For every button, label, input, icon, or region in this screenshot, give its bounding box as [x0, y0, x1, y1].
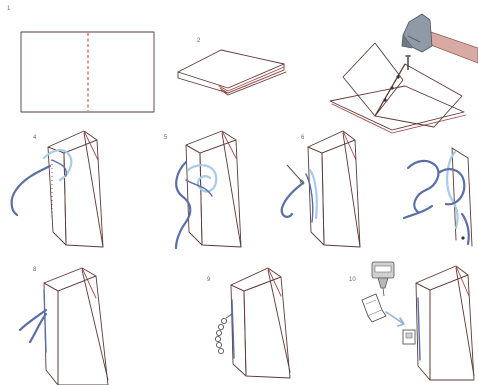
- finished-book: [44, 268, 108, 385]
- step-number-4: 4: [33, 135, 37, 141]
- step-number-6: 6: [301, 135, 305, 141]
- step-number-8: 8: [33, 267, 37, 273]
- step-1-panel: 1: [7, 6, 154, 112]
- thread: [176, 162, 190, 248]
- step-5-panel: 5: [164, 131, 241, 248]
- standing-book: [48, 131, 103, 247]
- finished-book: [416, 266, 474, 380]
- step-3-panel: [330, 14, 478, 133]
- needle-icon: [287, 165, 305, 185]
- thread: [282, 183, 303, 217]
- glue-bottle-icon: [372, 262, 394, 296]
- step-number-1: 1: [7, 6, 11, 12]
- hammer-icon: [402, 14, 478, 63]
- step-9-panel: 9: [207, 268, 290, 378]
- bead-chain: [215, 314, 232, 354]
- step-10-panel: 10: [349, 262, 474, 380]
- nail-icon: [405, 55, 411, 70]
- thread: [418, 298, 420, 360]
- clip-on-spine: [403, 330, 415, 344]
- finished-book: [231, 268, 290, 378]
- open-book-right-page: [375, 64, 462, 127]
- open-book-base: [330, 86, 464, 130]
- arrow: [386, 312, 404, 326]
- step-number-2: 2: [197, 38, 201, 44]
- open-book-left-page: [343, 43, 403, 116]
- step-6-panel: 6: [282, 131, 360, 247]
- step-7-panel: [404, 148, 472, 246]
- step-number-9: 9: [207, 277, 211, 283]
- thread: [12, 166, 50, 215]
- step-8-panel: 8: [20, 267, 108, 385]
- step-number-5: 5: [164, 135, 168, 141]
- step-number-10: 10: [349, 277, 356, 283]
- step-4-panel: 4: [12, 131, 103, 247]
- binder-clip-icon: [362, 294, 386, 322]
- step-2-panel: 2: [178, 38, 286, 95]
